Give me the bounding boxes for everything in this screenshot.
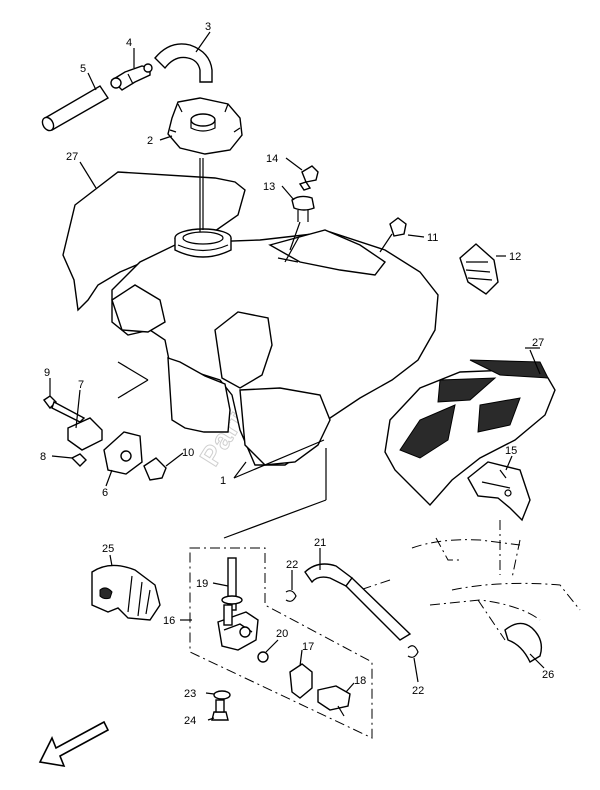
callout-18: 18 (354, 675, 366, 687)
bolt-9 (42, 395, 86, 423)
collar-10 (143, 457, 167, 481)
callout-23: 23 (184, 688, 196, 700)
tank-filler-neck (174, 228, 232, 258)
callout-25: 25 (102, 543, 114, 555)
callout-3: 3 (205, 21, 211, 33)
fuel-hose (304, 563, 353, 587)
damper-12 (459, 243, 499, 295)
screw-24 (211, 699, 229, 721)
callout-27b: 27 (532, 337, 544, 349)
damper-26 (504, 622, 543, 663)
callout-14: 14 (266, 153, 278, 165)
breather-pipe (41, 85, 109, 132)
callout-17: 17 (302, 641, 314, 653)
tank-bolt-11 (379, 217, 407, 253)
breather-hose (154, 43, 213, 83)
callout-1: 1 (220, 475, 226, 487)
front-direction-arrow-icon (38, 720, 110, 768)
leader-lines (49, 31, 545, 721)
callout-26: 26 (542, 669, 554, 681)
callout-10: 10 (182, 447, 194, 459)
hose-clip-22b (407, 645, 419, 658)
callout-13: 13 (263, 181, 275, 193)
cover-25 (91, 564, 161, 621)
callout-22b: 22 (412, 685, 424, 697)
callout-6: 6 (102, 487, 108, 499)
callout-27a: 27 (66, 151, 78, 163)
fuel-strainer (221, 557, 243, 611)
callout-16: 16 (163, 615, 175, 627)
callout-7: 7 (78, 379, 84, 391)
washer-23 (213, 690, 231, 700)
callout-2: 2 (147, 135, 153, 147)
callout-9: 9 (44, 367, 50, 379)
callout-19: 19 (196, 578, 208, 590)
callout-12: 12 (509, 251, 521, 263)
check-valve (110, 63, 153, 91)
damper-7 (67, 417, 103, 451)
callout-15: 15 (505, 445, 517, 457)
o-ring-20 (257, 651, 269, 663)
plate-18 (317, 685, 351, 711)
callout-20: 20 (276, 628, 288, 640)
bolt-8 (70, 453, 87, 467)
callout-21: 21 (314, 537, 326, 549)
fuel-tank (111, 229, 439, 466)
callout-24: 24 (184, 715, 196, 727)
bracket-6 (103, 431, 143, 475)
frame-outline (359, 520, 581, 641)
fuel-cap (167, 97, 243, 155)
callout-4: 4 (126, 37, 132, 49)
fuel-cock (217, 604, 259, 651)
collar-13 (291, 195, 315, 222)
callout-11: 11 (427, 232, 438, 244)
callout-5: 5 (80, 63, 86, 75)
side-graphic-right (384, 359, 556, 507)
fuel-cock-group-box (189, 547, 373, 739)
bracket-15 (467, 461, 531, 522)
hose-clip-22a (285, 590, 297, 602)
gasket-17 (289, 663, 313, 699)
callout-22a: 22 (286, 559, 298, 571)
callout-8: 8 (40, 451, 46, 463)
callouts: 1 2 3 4 5 6 7 8 9 10 11 12 13 14 15 16 1… (40, 21, 554, 727)
tank-bolt-14 (298, 165, 319, 191)
